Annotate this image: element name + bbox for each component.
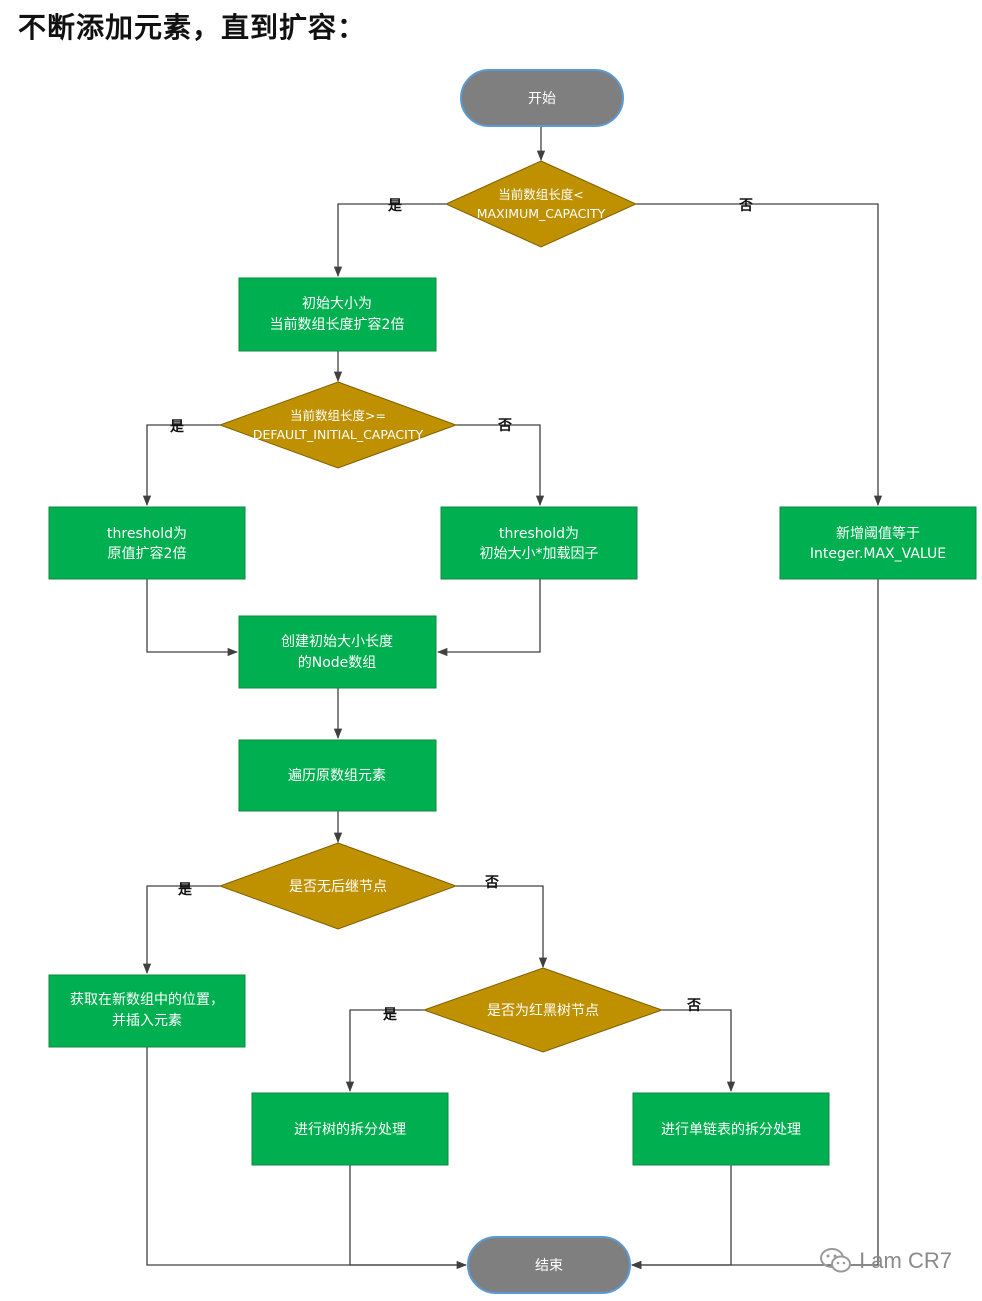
watermark: I am CR7 bbox=[819, 1247, 952, 1275]
edge-split-list-to-end bbox=[630, 1165, 732, 1270]
decision-max-capacity: 当前数组长度< MAXIMUM_CAPACITY bbox=[444, 160, 638, 248]
process-init-size-line2: 当前数组长度扩容2倍 bbox=[270, 316, 405, 333]
label-cond-default-no: 否 bbox=[497, 418, 512, 434]
decision-no-next-label: 是否无后继节点 bbox=[289, 879, 387, 895]
decision-default-capacity: 当前数组长度>= DEFAULT_INITIAL_CAPACITY bbox=[218, 381, 458, 469]
decision-max-capacity-line2: MAXIMUM_CAPACITY bbox=[477, 206, 606, 221]
end-label: 结束 bbox=[535, 1258, 563, 1274]
edge-cond-default-yes bbox=[142, 424, 220, 507]
process-threshold-max-line1: 新增阈值等于 bbox=[836, 525, 920, 542]
label-cond-default-yes: 是 bbox=[170, 419, 185, 435]
process-insert-new: 获取在新数组中的位置， 并插入元素 bbox=[48, 974, 246, 1048]
edge-cond-max-yes bbox=[333, 203, 446, 278]
label-cond-next-yes: 是 bbox=[178, 882, 193, 898]
watermark-text: I am CR7 bbox=[859, 1248, 952, 1273]
process-split-list-label: 进行单链表的拆分处理 bbox=[661, 1122, 801, 1138]
decision-tree-node-label: 是否为红黑树节点 bbox=[487, 1003, 599, 1019]
process-traverse-label: 遍历原数组元素 bbox=[288, 768, 386, 784]
process-threshold-double-line1: threshold为 bbox=[107, 526, 187, 542]
start-label: 开始 bbox=[528, 91, 556, 107]
label-cond-tree-yes: 是 bbox=[383, 1007, 398, 1023]
process-split-list: 进行单链表的拆分处理 bbox=[632, 1092, 830, 1166]
edge-cond-next-no bbox=[456, 885, 548, 969]
label-cond-tree-no: 否 bbox=[686, 998, 701, 1014]
edge-cond-default-no bbox=[456, 424, 545, 507]
process-threshold-factor: threshold为 初始大小*加载因子 bbox=[440, 506, 638, 580]
end-node: 结束 bbox=[467, 1236, 631, 1294]
decision-max-capacity-line1: 当前数组长度< bbox=[498, 187, 583, 202]
edge-threshold-factor-to-create bbox=[436, 579, 541, 657]
process-threshold-factor-line1: threshold为 bbox=[499, 526, 579, 542]
decision-default-capacity-line2: DEFAULT_INITIAL_CAPACITY bbox=[253, 427, 424, 442]
edge-cond-max-no bbox=[636, 203, 883, 507]
process-threshold-max: 新增阈值等于 Integer.MAX_VALUE bbox=[779, 506, 977, 580]
process-create-array-line2: 的Node数组 bbox=[298, 655, 377, 671]
edge-threshold-double-to-create bbox=[146, 579, 239, 657]
process-insert-new-line1: 获取在新数组中的位置， bbox=[70, 992, 224, 1008]
edge-split-tree-to-end bbox=[349, 1165, 466, 1266]
edge-labels: 是 否 是 否 是 否 是 否 bbox=[170, 198, 753, 1023]
wechat-icon bbox=[820, 1248, 852, 1273]
label-cond-max-no: 否 bbox=[738, 198, 753, 214]
decision-tree-node: 是否为红黑树节点 bbox=[422, 967, 664, 1053]
edge-cond-tree-no bbox=[662, 1009, 736, 1093]
start-node: 开始 bbox=[460, 69, 624, 127]
process-init-size-line1: 初始大小为 bbox=[302, 295, 372, 312]
process-threshold-max-line2: Integer.MAX_VALUE bbox=[810, 546, 946, 562]
process-threshold-double: threshold为 原值扩容2倍 bbox=[48, 506, 246, 580]
label-cond-next-no: 否 bbox=[484, 875, 499, 891]
process-traverse: 遍历原数组元素 bbox=[238, 739, 437, 812]
process-threshold-double-line2: 原值扩容2倍 bbox=[108, 545, 187, 562]
connectors bbox=[142, 126, 883, 1270]
process-create-array-line1: 创建初始大小长度 bbox=[281, 633, 393, 650]
process-insert-new-line2: 并插入元素 bbox=[112, 1013, 182, 1029]
process-init-size: 初始大小为 当前数组长度扩容2倍 bbox=[238, 277, 437, 352]
process-create-array: 创建初始大小长度 的Node数组 bbox=[238, 615, 437, 689]
decision-no-next: 是否无后继节点 bbox=[218, 842, 458, 930]
process-split-tree: 进行树的拆分处理 bbox=[251, 1092, 449, 1166]
edge-cond-next-yes bbox=[142, 885, 220, 975]
edge-cond-tree-yes bbox=[345, 1009, 424, 1093]
label-cond-max-yes: 是 bbox=[388, 198, 403, 214]
process-split-tree-label: 进行树的拆分处理 bbox=[294, 1122, 406, 1138]
decision-default-capacity-line1: 当前数组长度>= bbox=[290, 408, 386, 423]
process-threshold-factor-line2: 初始大小*加载因子 bbox=[480, 545, 599, 562]
page-title: 不断添加元素，直到扩容： bbox=[18, 11, 367, 44]
edge-threshold-max-to-end bbox=[630, 579, 879, 1270]
